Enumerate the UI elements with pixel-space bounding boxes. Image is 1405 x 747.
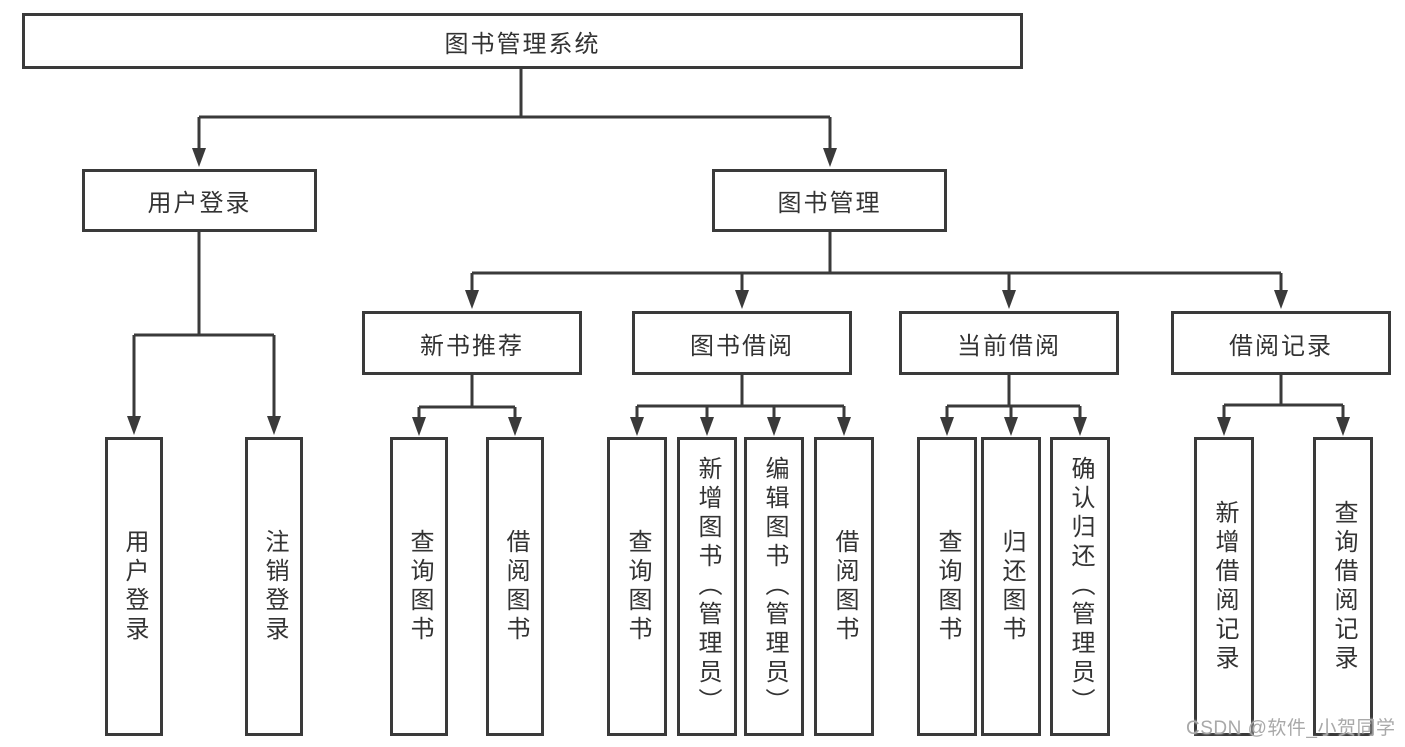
leaf-label: 查询图书 — [406, 528, 433, 645]
csdn-watermark: CSDN @软件_小贺同学 — [1186, 718, 1396, 739]
leaf-borrowing-borrow-books: 借阅图书 — [814, 437, 874, 736]
leaf-current-query-books: 查询图书 — [917, 437, 977, 736]
leaf-user-login: 用户登录 — [105, 437, 163, 736]
leaf-label: 确认归还（管理员） — [1067, 456, 1094, 717]
leaf-logout: 注销登录 — [245, 437, 303, 736]
leaf-current-confirm-return-admin: 确认归还（管理员） — [1050, 437, 1110, 736]
node-user-login: 用户登录 — [82, 169, 317, 232]
connector-user-login-to-leaves — [127, 232, 281, 435]
leaf-borrowing-edit-books-admin: 编辑图书（管理员） — [744, 437, 804, 736]
leaf-label: 注销登录 — [261, 528, 288, 645]
leaf-label: 查询借阅记录 — [1330, 499, 1357, 674]
connector-book-management-to-level3 — [465, 232, 1288, 309]
connector-book-borrowing-to-leaves — [630, 375, 851, 436]
leaf-label: 新增图书（管理员） — [694, 456, 721, 717]
node-label: 新书推荐 — [420, 332, 524, 360]
leaf-label: 借阅图书 — [502, 528, 529, 645]
node-book-management: 图书管理 — [712, 169, 947, 232]
node-library-system: 图书管理系统 — [22, 13, 1023, 69]
connector-new-books-to-leaves — [412, 375, 522, 436]
leaf-newbooks-borrow-books: 借阅图书 — [486, 437, 544, 736]
connector-borrowing-records-to-leaves — [1217, 375, 1350, 436]
leaf-label: 归还图书 — [998, 528, 1025, 645]
leaf-label: 借阅图书 — [831, 528, 858, 645]
leaf-borrowing-add-books-admin: 新增图书（管理员） — [677, 437, 737, 736]
node-label: 当前借阅 — [957, 332, 1061, 360]
leaf-newbooks-query-books: 查询图书 — [390, 437, 448, 736]
node-book-borrowing: 图书借阅 — [632, 311, 852, 375]
node-label: 图书管理 — [777, 190, 882, 217]
node-borrowing-records: 借阅记录 — [1171, 311, 1391, 375]
leaf-label: 查询图书 — [934, 528, 961, 645]
leaf-label: 用户登录 — [121, 528, 148, 645]
leaf-label: 新增借阅记录 — [1211, 499, 1238, 674]
leaf-borrowing-query-books: 查询图书 — [607, 437, 667, 736]
connector-current-borrowing-to-leaves — [940, 375, 1087, 436]
node-new-book-recommendation: 新书推荐 — [362, 311, 582, 375]
node-label: 图书管理系统 — [444, 30, 601, 58]
leaf-current-return-books: 归还图书 — [981, 437, 1041, 736]
node-label: 用户登录 — [147, 190, 252, 217]
node-current-borrowing: 当前借阅 — [899, 311, 1119, 375]
leaf-label: 查询图书 — [624, 528, 651, 645]
leaf-records-add-record: 新增借阅记录 — [1194, 437, 1254, 736]
node-label: 图书借阅 — [690, 332, 794, 360]
leaf-records-query-record: 查询借阅记录 — [1313, 437, 1373, 736]
connector-root-to-level2 — [192, 69, 837, 167]
node-label: 借阅记录 — [1229, 332, 1333, 360]
leaf-label: 编辑图书（管理员） — [761, 456, 788, 717]
